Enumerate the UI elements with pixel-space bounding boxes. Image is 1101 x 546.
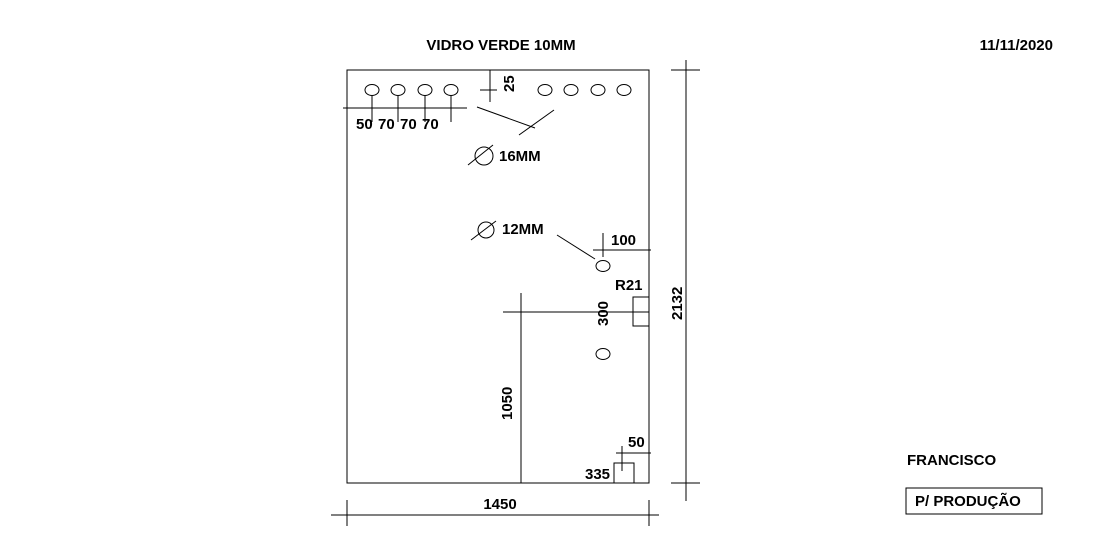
glass-outline: [346, 69, 650, 484]
hole-top-right-1: [537, 84, 553, 96]
spacing-label-2: 70: [378, 116, 395, 133]
side-offset-label: 100: [611, 232, 636, 249]
top-offset-label: 25: [501, 75, 518, 92]
author-label: FRANCISCO: [907, 452, 996, 469]
notch-height-label: 300: [595, 301, 612, 326]
spacing-label-1: 50: [356, 116, 373, 133]
spacing-dimension: [343, 96, 467, 122]
notch-position-label: 1050: [499, 387, 516, 420]
radius-label: R21: [615, 277, 643, 294]
bottom-notch: [613, 462, 635, 484]
hole-top-left-3: [417, 84, 433, 96]
drawing-title: VIDRO VERDE 10MM: [426, 37, 575, 54]
spacing-label-4: 70: [422, 116, 439, 133]
hole-top-left-4: [443, 84, 459, 96]
width-dimension: [331, 500, 659, 526]
spacing-label-3: 70: [400, 116, 417, 133]
hole-side-lower: [595, 348, 611, 360]
height-dimension: [671, 60, 700, 501]
hole-top-left-1: [364, 84, 380, 96]
side-offset-dimension: [593, 233, 651, 257]
stamp-box: [905, 487, 1043, 515]
width-label: 1450: [483, 496, 516, 513]
small-hole-symbol: [470, 220, 596, 260]
hole-top-right-4: [616, 84, 632, 96]
top-offset-dimension: [480, 70, 497, 102]
notch-position-dimension: [503, 293, 649, 483]
bottom-notch-width-label: 50: [628, 434, 645, 451]
small-hole-label: 12MM: [502, 221, 544, 238]
stamp-label: P/ PRODUÇÃO: [915, 492, 1021, 510]
hole-top-right-3: [590, 84, 606, 96]
drawing-date: 11/11/2020: [980, 37, 1053, 54]
hole-side-upper: [595, 260, 611, 272]
hole-top-left-2: [390, 84, 406, 96]
height-label: 2132: [669, 287, 686, 320]
hole-top-right-2: [563, 84, 579, 96]
bottom-notch-dimension: [616, 446, 651, 471]
large-hole-leader: [467, 106, 555, 166]
large-hole-label: 16MM: [499, 148, 541, 165]
bottom-notch-offset-label: 335: [585, 466, 610, 483]
